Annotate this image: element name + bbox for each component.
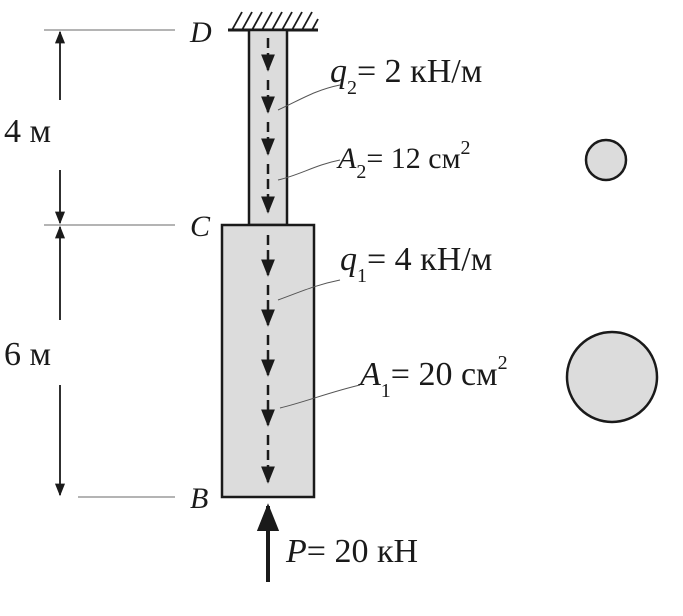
- section-circle-small: [584, 138, 628, 182]
- dimension-lines: [44, 29, 175, 498]
- section-circle-large: [565, 330, 659, 424]
- leader-lines: [277, 84, 361, 409]
- q1-label: q1= 4 кН/м: [340, 241, 492, 287]
- label-b: B: [190, 482, 208, 515]
- a2-label: A2= 12 см2: [336, 137, 471, 183]
- dim-upper-label: 4 м: [4, 113, 51, 150]
- force-label: P= 20 кН: [285, 533, 418, 570]
- label-d: D: [189, 16, 212, 49]
- fixed-support: [228, 11, 319, 32]
- dim-lower-label: 6 м: [4, 336, 51, 373]
- q2-label: q2= 2 кН/м: [330, 53, 482, 99]
- label-c: C: [190, 210, 211, 243]
- a1-label: A1= 20 см2: [358, 352, 508, 402]
